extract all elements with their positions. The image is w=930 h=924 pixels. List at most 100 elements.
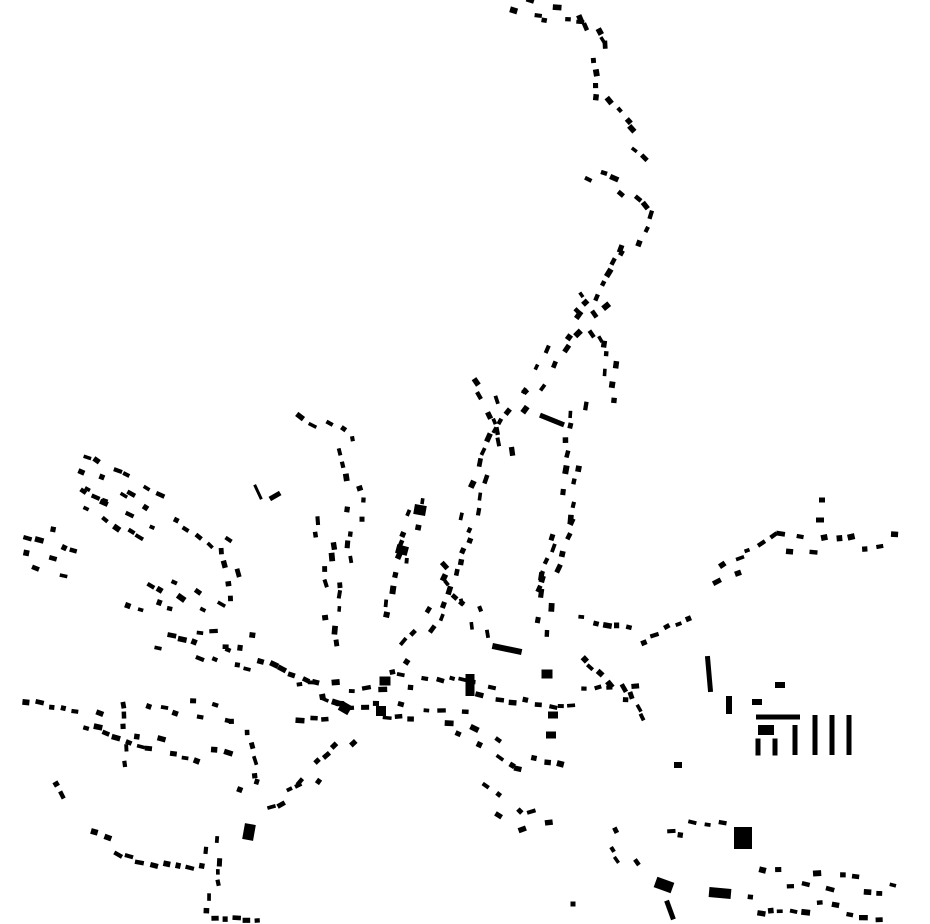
- building: [383, 611, 391, 619]
- building: [796, 533, 804, 540]
- building: [548, 533, 556, 542]
- building: [674, 762, 682, 768]
- building: [535, 584, 543, 593]
- building: [210, 746, 218, 753]
- building: [603, 351, 609, 357]
- building: [704, 822, 711, 828]
- building: [619, 683, 629, 694]
- building: [601, 301, 612, 312]
- building: [348, 688, 355, 694]
- building: [69, 547, 78, 554]
- building: [253, 778, 260, 786]
- building: [242, 823, 256, 841]
- building: [295, 411, 306, 422]
- building: [211, 656, 219, 663]
- building: [580, 655, 590, 664]
- building: [876, 890, 883, 896]
- building: [612, 826, 620, 834]
- building: [171, 709, 179, 717]
- building: [517, 825, 527, 834]
- building: [539, 412, 565, 428]
- building: [889, 882, 897, 888]
- building: [593, 293, 600, 302]
- building: [836, 535, 843, 542]
- building: [234, 662, 241, 668]
- building: [755, 738, 761, 756]
- building: [294, 781, 303, 789]
- building: [747, 894, 754, 900]
- building: [772, 738, 778, 756]
- building: [190, 698, 197, 704]
- building: [225, 580, 232, 587]
- building: [34, 536, 45, 544]
- building: [215, 879, 221, 887]
- building: [633, 858, 641, 867]
- building: [752, 699, 762, 705]
- building: [90, 828, 99, 836]
- building: [756, 714, 800, 720]
- building: [590, 309, 599, 319]
- building: [95, 709, 105, 717]
- building: [875, 917, 883, 923]
- building: [126, 489, 137, 498]
- building: [708, 887, 732, 899]
- building: [608, 381, 616, 389]
- building: [496, 417, 504, 426]
- building: [612, 360, 620, 369]
- building: [566, 703, 576, 708]
- building: [337, 700, 353, 716]
- building: [181, 525, 190, 533]
- building: [560, 488, 566, 496]
- building: [22, 699, 30, 706]
- building: [120, 723, 126, 730]
- building: [631, 683, 640, 690]
- building: [475, 390, 483, 401]
- building: [243, 666, 251, 672]
- building: [775, 530, 786, 537]
- building: [207, 893, 211, 901]
- building: [124, 853, 134, 860]
- building: [314, 777, 323, 786]
- building: [541, 17, 548, 24]
- building: [60, 705, 67, 712]
- building: [640, 200, 650, 211]
- building: [638, 712, 646, 722]
- building: [792, 725, 798, 755]
- building: [484, 629, 491, 639]
- building: [382, 715, 392, 720]
- building: [92, 456, 101, 465]
- building: [252, 755, 259, 766]
- building: [508, 446, 516, 457]
- building: [734, 569, 742, 577]
- building: [530, 754, 538, 762]
- building: [307, 680, 316, 685]
- building: [800, 908, 811, 916]
- building: [491, 417, 498, 425]
- building: [548, 711, 558, 719]
- building: [611, 397, 617, 404]
- building: [268, 490, 282, 502]
- building: [816, 517, 824, 523]
- building: [840, 872, 846, 878]
- building: [169, 750, 178, 757]
- building: [758, 866, 767, 874]
- building: [162, 860, 171, 868]
- building: [312, 531, 319, 538]
- building: [816, 900, 823, 906]
- building: [310, 715, 318, 721]
- building: [627, 691, 635, 700]
- building: [809, 549, 818, 555]
- building: [160, 704, 169, 711]
- building: [786, 883, 795, 889]
- building: [439, 601, 447, 609]
- building: [356, 484, 364, 492]
- building: [466, 526, 473, 534]
- building: [321, 750, 332, 760]
- building: [863, 888, 872, 896]
- building: [295, 717, 305, 724]
- building: [495, 437, 502, 447]
- building: [565, 16, 571, 22]
- building: [570, 501, 577, 509]
